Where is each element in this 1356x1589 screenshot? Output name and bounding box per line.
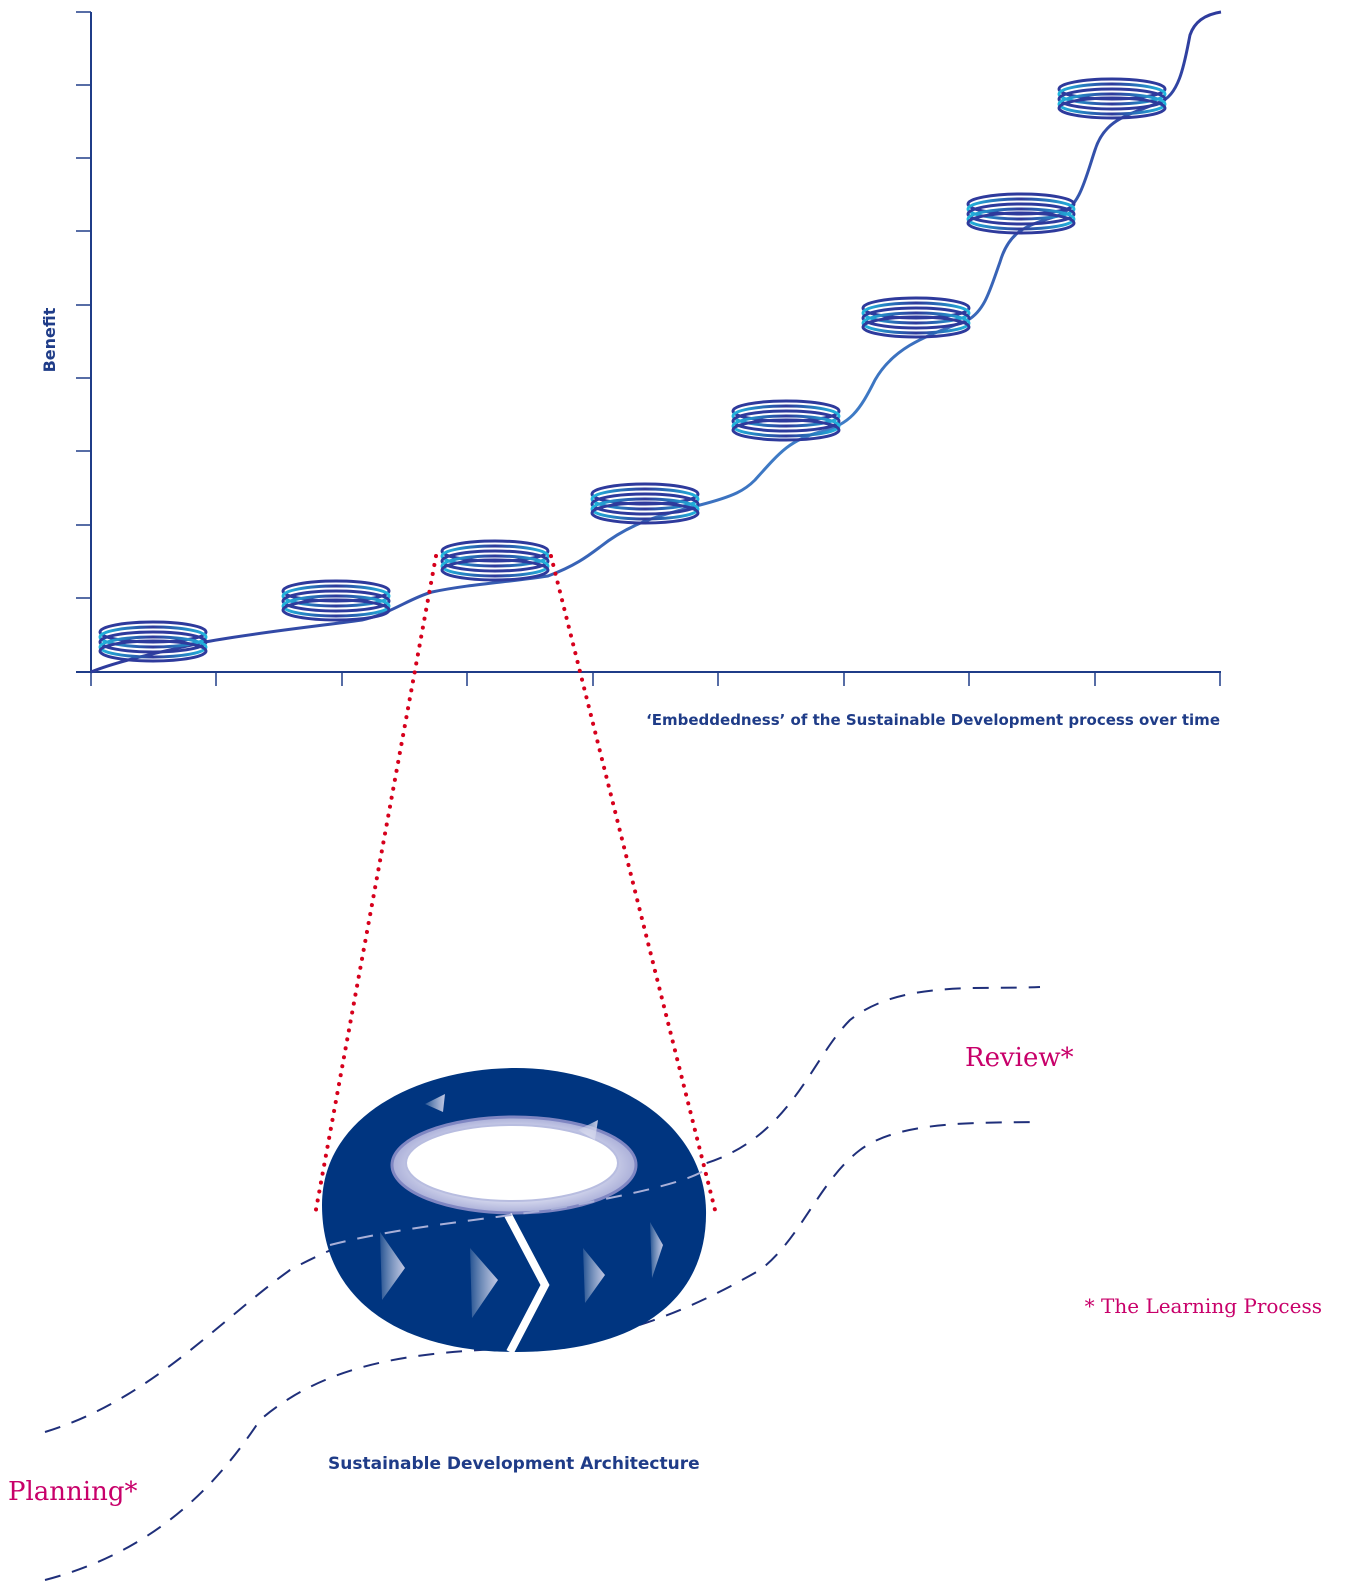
arrow-icon xyxy=(578,1120,598,1140)
zoom-line-left xyxy=(313,554,438,1217)
arrow-icon xyxy=(650,1222,663,1278)
coil-icon xyxy=(966,192,1076,235)
arrow-icon xyxy=(583,1248,605,1303)
pathway-through-ring xyxy=(329,1169,706,1246)
learning-process-ring xyxy=(322,1068,707,1354)
y-axis-label: Benefit xyxy=(40,307,59,372)
x-axis-ticks xyxy=(90,672,1221,686)
zoom-line-right xyxy=(549,554,717,1212)
review-label: Review* xyxy=(965,1043,1074,1073)
ring-arrows xyxy=(380,1094,663,1318)
arrow-icon xyxy=(380,1232,405,1300)
progress-curve xyxy=(90,10,1222,674)
x-axis-label: ‘Embeddedness’ of the Sustainable Develo… xyxy=(646,711,1220,729)
chart-axes xyxy=(76,11,1221,686)
learning-coils xyxy=(98,77,1167,663)
coil-icon xyxy=(281,579,391,622)
planning-label: Planning* xyxy=(8,1477,138,1507)
architecture-label: Sustainable Development Architecture xyxy=(328,1454,700,1474)
pathway-upper-line xyxy=(44,986,1041,1433)
coil-icon xyxy=(861,296,971,339)
coil-icon xyxy=(98,620,208,663)
arrow-icon xyxy=(425,1094,445,1112)
coil-icon xyxy=(731,399,841,442)
arrow-icon xyxy=(470,1248,498,1318)
y-axis-ticks xyxy=(76,11,91,599)
coil-icon xyxy=(1057,77,1167,120)
ring-divider xyxy=(504,1213,550,1354)
learning-process-footnote: * The Learning Process xyxy=(1085,1294,1322,1318)
coil-icon xyxy=(590,482,700,525)
coil-icon xyxy=(440,539,550,582)
zoom-lines xyxy=(313,554,717,1217)
ring-hole xyxy=(405,1124,619,1202)
